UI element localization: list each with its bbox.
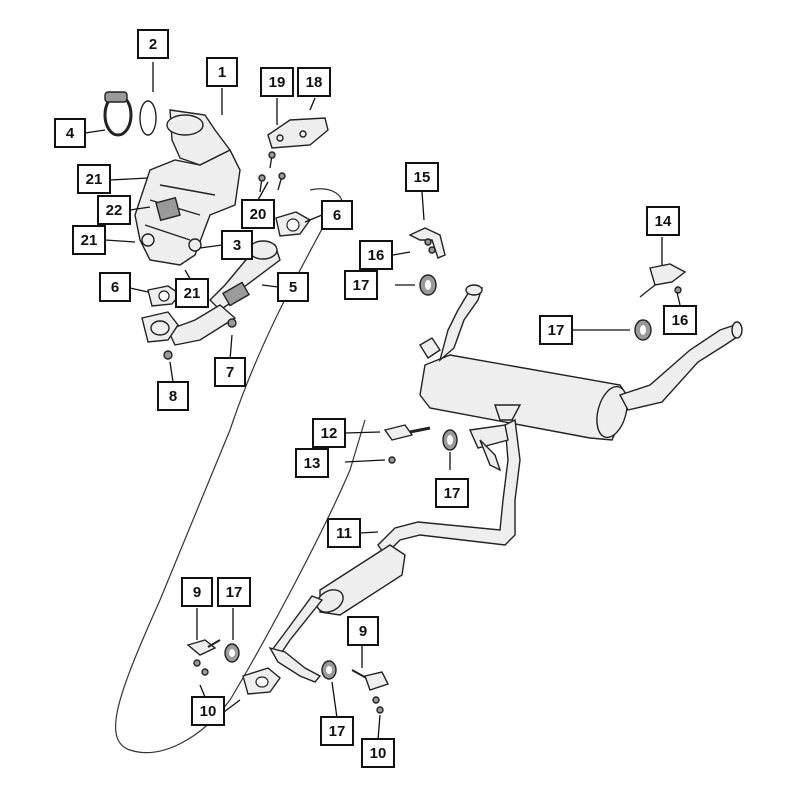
callout-1: 1 <box>206 57 238 87</box>
svg-text:16: 16 <box>368 247 385 264</box>
callout-17-rear: 17 <box>539 315 573 345</box>
callout-4: 4 <box>54 118 86 148</box>
heat-shield-bracket <box>267 117 329 149</box>
rubber-isolator-lower-right <box>321 660 337 680</box>
hanger-12 <box>383 424 431 441</box>
callout-11: 11 <box>327 518 361 548</box>
v-band-clamp <box>103 91 133 137</box>
svg-text:17: 17 <box>444 485 461 502</box>
callout-14: 14 <box>646 206 680 236</box>
callout-13: 13 <box>295 448 329 478</box>
svg-text:9: 9 <box>193 584 201 601</box>
svg-text:5: 5 <box>289 279 297 296</box>
callout-20: 20 <box>241 199 275 229</box>
svg-text:17: 17 <box>353 277 370 294</box>
callout-19: 19 <box>260 67 294 97</box>
hanger-bracket-9-right <box>351 669 389 714</box>
callout-15: 15 <box>405 162 439 192</box>
callout-10-left: 10 <box>191 696 225 726</box>
callout-21-bottom: 21 <box>175 278 209 308</box>
callout-16-upper: 16 <box>359 240 393 270</box>
svg-text:3: 3 <box>233 237 241 254</box>
assembly-envelope-outline <box>115 204 366 754</box>
callout-17-upper: 17 <box>344 270 378 300</box>
svg-text:17: 17 <box>548 322 565 339</box>
svg-text:7: 7 <box>226 364 234 381</box>
callout-22: 22 <box>97 195 131 225</box>
svg-text:21: 21 <box>81 232 98 249</box>
callout-8: 8 <box>157 381 189 411</box>
svg-text:6: 6 <box>111 279 119 296</box>
callout-16-rear: 16 <box>663 305 697 335</box>
rubber-isolator-mid <box>442 429 458 451</box>
exhaust-manifold-converter <box>134 109 241 266</box>
hanger-bracket-14 <box>639 263 687 298</box>
svg-text:17: 17 <box>329 723 346 740</box>
callout-9-left: 9 <box>181 577 213 607</box>
svg-text:21: 21 <box>86 171 103 188</box>
bolts-20 <box>258 151 286 193</box>
bolt-13 <box>388 456 396 464</box>
leader-lines <box>84 62 681 741</box>
svg-text:8: 8 <box>169 388 177 405</box>
callout-21-top: 21 <box>77 164 111 194</box>
callout-17-lower-left: 17 <box>217 577 251 607</box>
svg-text:19: 19 <box>269 74 286 91</box>
svg-text:18: 18 <box>306 74 323 91</box>
svg-text:16: 16 <box>672 312 689 329</box>
callout-5: 5 <box>277 272 309 302</box>
intermediate-pipe-resonator <box>268 418 521 683</box>
callout-17-mid: 17 <box>435 478 469 508</box>
svg-text:15: 15 <box>414 169 431 186</box>
callout-10-right: 10 <box>361 738 395 768</box>
callout-7: 7 <box>214 357 246 387</box>
hanger-bracket-15 <box>408 227 446 259</box>
svg-text:10: 10 <box>370 745 387 762</box>
callout-2: 2 <box>137 29 169 59</box>
front-pipe-inlet-flange <box>141 311 179 343</box>
intermediate-pipe-flange <box>242 667 281 695</box>
nut-8 <box>163 350 173 360</box>
rear-muffler-assembly <box>419 284 743 441</box>
svg-text:12: 12 <box>321 425 338 442</box>
svg-text:13: 13 <box>304 455 321 472</box>
front-pipe <box>167 240 281 346</box>
flange-gasket-upper <box>275 211 312 237</box>
svg-text:11: 11 <box>336 525 352 542</box>
nut-7 <box>227 318 237 328</box>
callout-18: 18 <box>297 67 331 97</box>
gasket-ring <box>139 100 157 136</box>
callout-9-right: 9 <box>347 616 379 646</box>
callout-17-lower-mid: 17 <box>320 716 354 746</box>
svg-text:2: 2 <box>149 36 157 53</box>
hanger-bracket-9-left <box>186 639 221 676</box>
svg-text:20: 20 <box>250 206 267 223</box>
svg-text:17: 17 <box>226 584 243 601</box>
callout-21-mid: 21 <box>72 225 106 255</box>
callout-12: 12 <box>312 418 346 448</box>
callout-6-lower: 6 <box>99 272 131 302</box>
svg-text:21: 21 <box>184 285 201 302</box>
svg-text:14: 14 <box>655 213 672 230</box>
svg-text:9: 9 <box>359 623 367 640</box>
callout-3: 3 <box>221 230 253 260</box>
svg-text:1: 1 <box>218 64 226 81</box>
rubber-isolator-lower-left <box>224 643 240 663</box>
rubber-isolator-upper <box>419 274 437 296</box>
svg-text:10: 10 <box>200 703 217 720</box>
svg-text:22: 22 <box>106 202 123 219</box>
rubber-isolator-rear <box>634 319 652 341</box>
svg-text:4: 4 <box>66 125 75 142</box>
svg-text:6: 6 <box>333 207 341 224</box>
callout-6-upper: 6 <box>321 200 353 230</box>
